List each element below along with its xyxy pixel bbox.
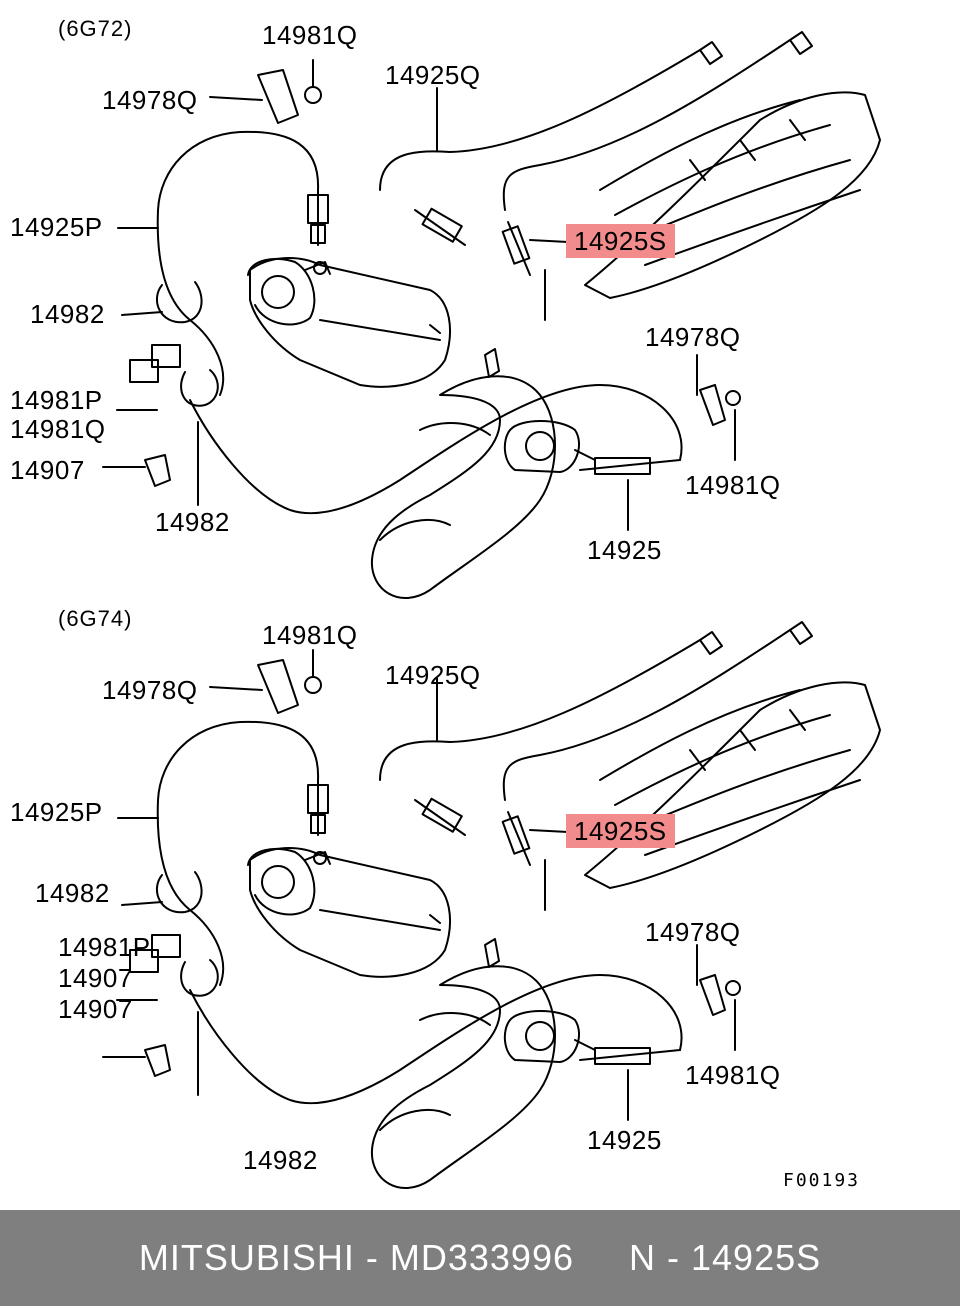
part-label: 14981P xyxy=(10,385,103,415)
part-number: MD333996 xyxy=(389,1237,574,1278)
part-label: 14982 xyxy=(35,878,110,908)
part-label: 14925P xyxy=(10,797,103,827)
highlighted-part-label: 14925S xyxy=(566,224,675,258)
exploded-view-drawing xyxy=(102,31,881,1190)
part-info-bar: MITSUBISHI - MD333996 N - 14925S xyxy=(0,1210,960,1306)
part-label: 14981Q xyxy=(10,414,106,444)
part-label: 14925 xyxy=(587,1125,662,1155)
part-label: 14925P xyxy=(10,212,103,242)
brand-name: MITSUBISHI xyxy=(138,1237,355,1278)
part-label: 14907 xyxy=(58,963,133,993)
figure-code: F00193 xyxy=(783,1170,861,1191)
separator: - xyxy=(656,1237,692,1278)
section-label-6g74: (6G74) xyxy=(58,606,133,631)
part-label: 14981P xyxy=(58,932,151,962)
part-label: 14978Q xyxy=(102,675,198,705)
reference-number: 14925S xyxy=(691,1237,822,1278)
part-label: 14907 xyxy=(58,994,133,1024)
part-label: 14981Q xyxy=(685,470,781,500)
part-label: 14978Q xyxy=(102,85,198,115)
part-label: 14907 xyxy=(10,455,85,485)
part-label: 14982 xyxy=(243,1145,318,1175)
part-label: 14982 xyxy=(30,299,105,329)
section-label-6g72: (6G72) xyxy=(58,16,133,41)
part-label: 14925Q xyxy=(385,60,481,90)
assembly-6g74 xyxy=(102,621,881,1190)
part-label: 14982 xyxy=(155,507,230,537)
part-label: 14925Q xyxy=(385,660,481,690)
separator: - xyxy=(354,1237,390,1278)
part-label: 14981Q xyxy=(262,20,358,50)
part-label: 14978Q xyxy=(645,322,741,352)
part-label: 14981Q xyxy=(685,1060,781,1090)
part-label: 14925 xyxy=(587,535,662,565)
part-label: 14978Q xyxy=(645,917,741,947)
spacer xyxy=(574,1237,629,1279)
highlighted-part-label: 14925S xyxy=(566,814,675,848)
n-label: N xyxy=(629,1237,657,1278)
parts-diagram: (6G72) 14981Q 14978Q 14925Q 14925P 14925… xyxy=(10,16,881,1191)
part-label: 14981Q xyxy=(262,620,358,650)
